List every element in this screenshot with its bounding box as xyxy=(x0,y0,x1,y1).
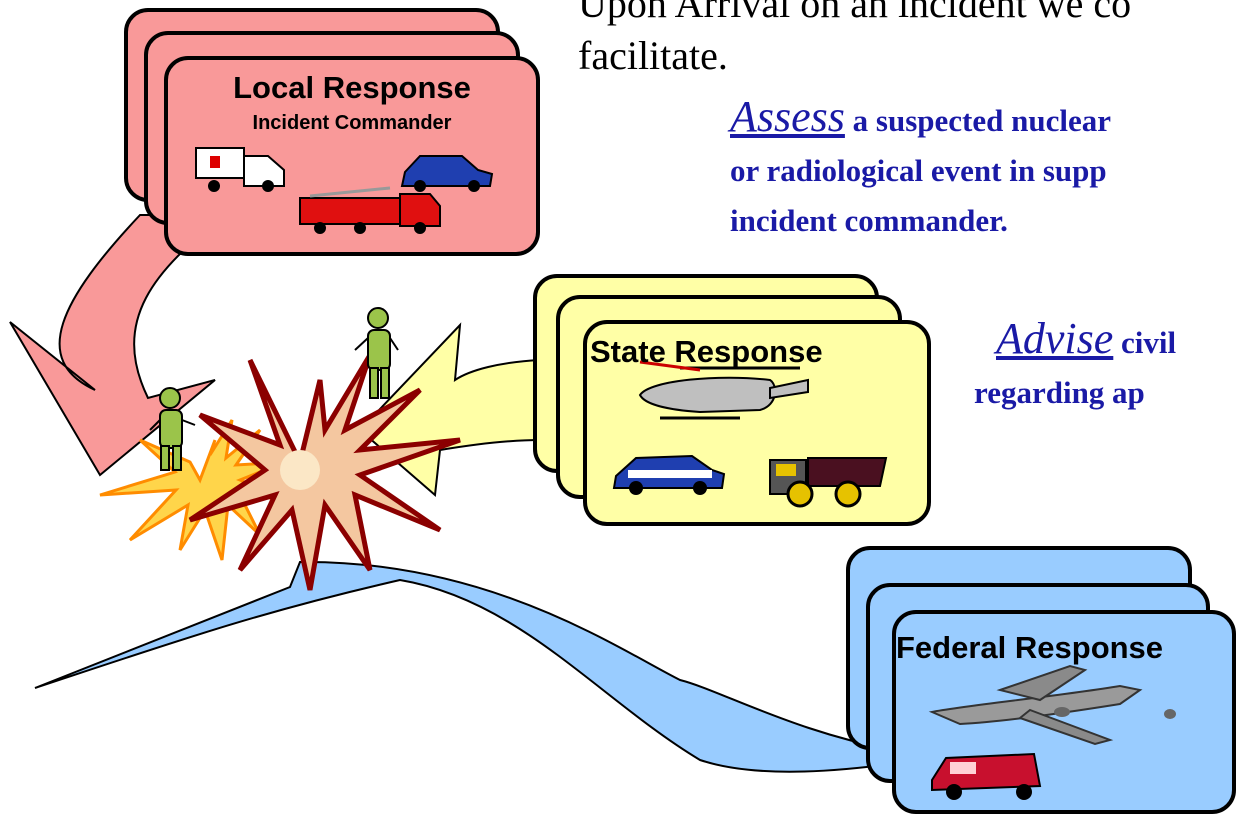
assess-line-1: a suspected nuclear xyxy=(852,103,1111,138)
cargo-plane-icon xyxy=(928,664,1176,746)
state-response-title: State Response xyxy=(590,334,823,369)
federal-response-title: Federal Response xyxy=(896,630,1164,665)
advise-line-2: regarding ap xyxy=(974,375,1145,410)
advise-text: Advise civil regarding ap xyxy=(974,314,1177,418)
intro-text: Upon Arrival on an incident we co facili… xyxy=(578,0,1131,82)
ambulance-icon xyxy=(195,147,285,192)
advise-line-1: civil xyxy=(1121,325,1177,360)
advise-keyword: Advise xyxy=(996,314,1114,363)
fire-truck-icon xyxy=(299,186,441,234)
local-response-title: Local Response xyxy=(233,70,471,105)
explosion-icon xyxy=(99,353,461,591)
assess-text: Assess a suspected nuclear or radiologic… xyxy=(730,92,1111,246)
hazmat-responder-icon xyxy=(354,307,399,399)
police-car-icon xyxy=(612,454,726,495)
incident-commander-label: Incident Commander xyxy=(252,112,452,134)
assess-keyword: Assess xyxy=(730,92,845,141)
helicopter-icon xyxy=(638,360,809,420)
police-car-icon xyxy=(400,155,494,192)
intro-line-2: facilitate. xyxy=(578,33,728,78)
federal-arrow xyxy=(34,560,906,773)
hazmat-responder-icon xyxy=(149,387,196,471)
intro-line-1: Upon Arrival on an incident we co xyxy=(578,0,1132,26)
dump-truck-icon xyxy=(769,457,888,508)
van-icon xyxy=(931,752,1042,800)
assess-line-3: incident commander. xyxy=(730,203,1008,238)
assess-line-2: or radiological event in supp xyxy=(730,153,1107,188)
